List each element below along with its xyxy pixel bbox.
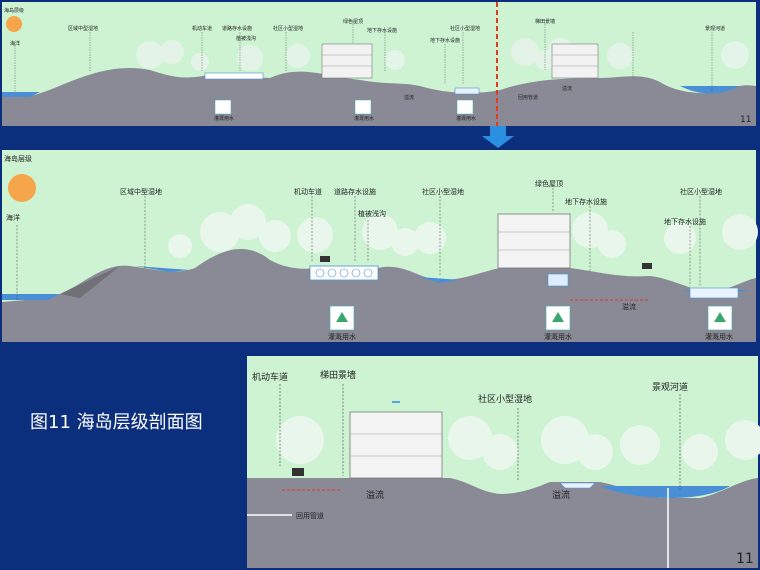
panel1-flow-1: 溢流 — [562, 85, 572, 92]
panel1-label-3: 植被浅沟 — [236, 35, 256, 42]
panel3-label-3: 景观河道 — [652, 381, 688, 393]
panel2-car-icon-2 — [642, 263, 652, 269]
panel2-underground-storage-1 — [547, 273, 569, 287]
panel1-leaders — [14, 24, 713, 92]
panel2-flow-0: 溢流 — [622, 302, 636, 311]
panel2-trees — [168, 204, 758, 258]
panel2-sea-label: 海洋 — [6, 213, 20, 222]
panel2-label-7: 社区小型湿地 — [680, 187, 722, 196]
panel2-irrigation-1: 灌溉用水 — [544, 332, 572, 341]
panel1-sea-label: 海洋 — [10, 40, 20, 47]
panel1-label-8: 梯田景墙 — [535, 18, 555, 25]
panel1-trees — [136, 38, 749, 71]
panel2-label-6: 地下存水设施 — [565, 197, 607, 206]
panel2-rocks — [60, 266, 120, 298]
figure-caption: 图11 海岛层级剖面图 — [30, 412, 203, 433]
panel2-leaders — [16, 188, 701, 300]
panel1-irrigation-0: 灌溉用水 — [214, 115, 234, 122]
panel1-irrigation-2: 灌溉用水 — [456, 115, 476, 122]
panel1-label-10: 景观河道 — [705, 25, 725, 32]
panel2-label-8: 地下存水设施 — [664, 217, 706, 226]
panel2-sea — [2, 294, 60, 300]
panel1-flow-0: 溢流 — [404, 94, 414, 101]
panel1-label-6: 地下存水设施 — [367, 27, 397, 34]
panel2-label-0: 区域中型湿地 — [120, 187, 162, 196]
panel2-building — [497, 213, 571, 269]
panel1-label-5: 绿色屋顶 — [343, 18, 363, 25]
panel3-leaders — [279, 384, 681, 490]
panel1-building-2 — [551, 43, 599, 79]
panel1-label-4: 社区小型湿地 — [273, 25, 303, 32]
panel1-building — [321, 43, 373, 79]
panel3-page-number: 11 — [736, 551, 754, 567]
panel3-label-0: 机动车道 — [252, 371, 288, 383]
panel2-car-icon — [320, 256, 330, 262]
panel1-label-9: 社区小型湿地 — [450, 25, 480, 32]
panel2-irrigation-0: 灌溉用水 — [328, 332, 356, 341]
panel3-building — [349, 411, 443, 479]
panel3-flow-0: 溢流 — [366, 489, 384, 501]
panel1-label-1: 机动车道 — [192, 25, 212, 32]
panel2-label-1: 机动车道 — [294, 187, 322, 196]
panel2-label-3: 植被浅沟 — [358, 209, 386, 218]
panel1-irrigation-icons — [214, 99, 474, 115]
panel2-underground-storage-2 — [689, 287, 739, 299]
panel1-sea — [2, 92, 40, 97]
panel1-pipe-label: 回用管道 — [518, 94, 538, 101]
panel2-logo-icon — [8, 174, 36, 202]
panel1-ground — [2, 67, 756, 126]
panel2-road-storage — [309, 265, 379, 281]
panel3-pipe-label: 回用管道 — [296, 511, 324, 520]
panel2-label-2: 道路存水设施 — [334, 187, 376, 196]
panel3-label-2: 社区小型湿地 — [478, 393, 532, 405]
panel3-ground — [247, 478, 758, 568]
panel2-logo: 海岛层级 — [4, 154, 32, 163]
panel2-label-4: 社区小型湿地 — [422, 187, 464, 196]
panel2-label-5: 绿色屋顶 — [535, 179, 563, 188]
panel1-river — [680, 86, 740, 94]
panel1-label-7: 地下存水设施 — [430, 37, 460, 44]
panel3-label-1: 梯田景墙 — [320, 369, 356, 381]
panel3-car-icon — [292, 468, 304, 476]
panel2-irrigation-2: 灌溉用水 — [705, 332, 733, 341]
panel2-irrigation-icons — [329, 305, 733, 331]
panel3-river — [600, 486, 730, 499]
panel1-label-2: 道路存水设施 — [222, 25, 252, 32]
panel1-logo: 海岛层级 — [4, 7, 24, 14]
panel1-underground-storage — [454, 87, 480, 95]
panel1-irrigation-1: 灌溉用水 — [354, 115, 374, 122]
panel1-logo-icon — [6, 16, 22, 32]
panel3-trees — [276, 416, 760, 470]
panel1-label-0: 区域中型湿地 — [68, 25, 98, 32]
panel1-page-number: 11 — [740, 115, 751, 125]
panel3-flow-1: 溢流 — [552, 489, 570, 501]
down-arrow-icon — [482, 126, 514, 148]
panel1-road-storage — [204, 72, 264, 80]
